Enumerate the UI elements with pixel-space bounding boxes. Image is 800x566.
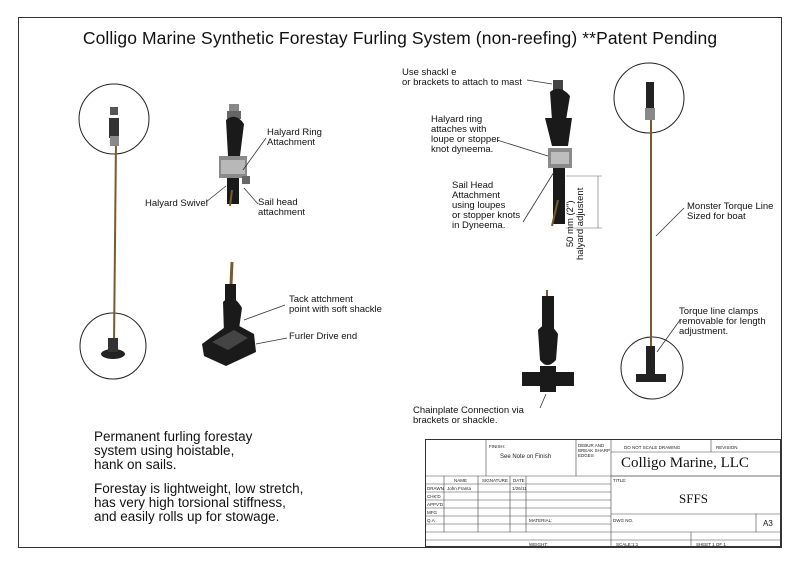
label-torque-line-clamps: Torque line clamps removable for length … — [679, 306, 766, 337]
label-halyard-ring-attachment: Halyard Ring Attachment — [267, 127, 322, 148]
note-forestay-properties: Forestay is lightweight, low stretch, ha… — [94, 481, 304, 524]
overview-left — [78, 83, 150, 380]
tb-drawn: DRAWN — [427, 486, 444, 491]
tb-company: Colligo Marine, LLC — [621, 455, 749, 471]
tb-material: MATERIAL: — [529, 518, 553, 523]
tb-scale: SCALE:1:1 — [616, 542, 639, 547]
tb-mfg: MFG — [427, 510, 437, 515]
tb-title-label: TITLE: — [613, 478, 627, 483]
tb-qa: Q.A — [427, 518, 435, 523]
overview-right — [613, 62, 685, 400]
tb-part-title: SFFS — [679, 491, 708, 506]
tb-finish-value: See Note on Finish — [500, 454, 552, 460]
label-monster-torque-line: Monster Torque Line Sized for boat — [687, 201, 774, 222]
tb-dwg-no: DWG NO. — [613, 518, 634, 523]
label-sail-head-attachment: Sail head attachment — [258, 197, 305, 218]
tb-sheet: SHEET 1 OF 1 — [696, 542, 726, 547]
tb-do-not-scale: DO NOT SCALE DRAWING — [624, 445, 681, 450]
title-block-grid — [426, 440, 782, 548]
tb-drawn-name: John Franta — [447, 486, 472, 491]
furler-drive-detail — [202, 261, 288, 366]
label-halyard-swivel: Halyard Swivel — [145, 198, 208, 209]
tb-chkd: CHK'D — [427, 494, 441, 499]
label-halyard-ring-loupe: Halyard ring attaches with loupe or stop… — [431, 114, 500, 155]
tb-date-col: DATE — [513, 478, 525, 483]
tb-drawn-date: 1/26/11 — [512, 486, 527, 491]
chainplate-detail — [522, 290, 574, 409]
label-use-shackle: Use shackl e or brackets to attach to ma… — [402, 67, 522, 88]
label-furler-drive-end: Furler Drive end — [289, 331, 358, 342]
tb-deburr: DEBUR AND BREAK SHARP EDGES — [578, 443, 611, 458]
tb-weight: WEIGHT: — [529, 542, 548, 547]
title-block: FINISH: See Note on Finish DEBUR AND BRE… — [425, 439, 782, 548]
label-tack-attachment: Tack attchment point with soft shackle — [289, 294, 382, 315]
label-chainplate-connection: Chainplate Connection via brackets or sh… — [413, 405, 524, 426]
tb-finish-label: FINISH: — [489, 444, 506, 449]
tb-revision: REVISION — [716, 445, 738, 450]
label-halyard-adjustment: 50 mm (2") halyard adjustent — [565, 187, 586, 260]
tb-appvd: APPV'D — [427, 502, 444, 507]
tb-signature-col: SIGNATURE — [482, 478, 508, 483]
drawing-title: Colligo Marine Synthetic Forestay Furlin… — [82, 28, 718, 48]
tb-name-col: NAME — [454, 478, 468, 483]
mast-attachment-detail — [496, 79, 602, 229]
halyard-swivel-detail — [205, 104, 267, 207]
note-permanent-furling: Permanent furling forestay system using … — [94, 429, 253, 472]
tb-size: A3 — [763, 519, 773, 528]
label-sail-head-loupes: Sail Head Attachment using loupes or sto… — [452, 180, 521, 231]
drawing-border — [18, 17, 782, 548]
